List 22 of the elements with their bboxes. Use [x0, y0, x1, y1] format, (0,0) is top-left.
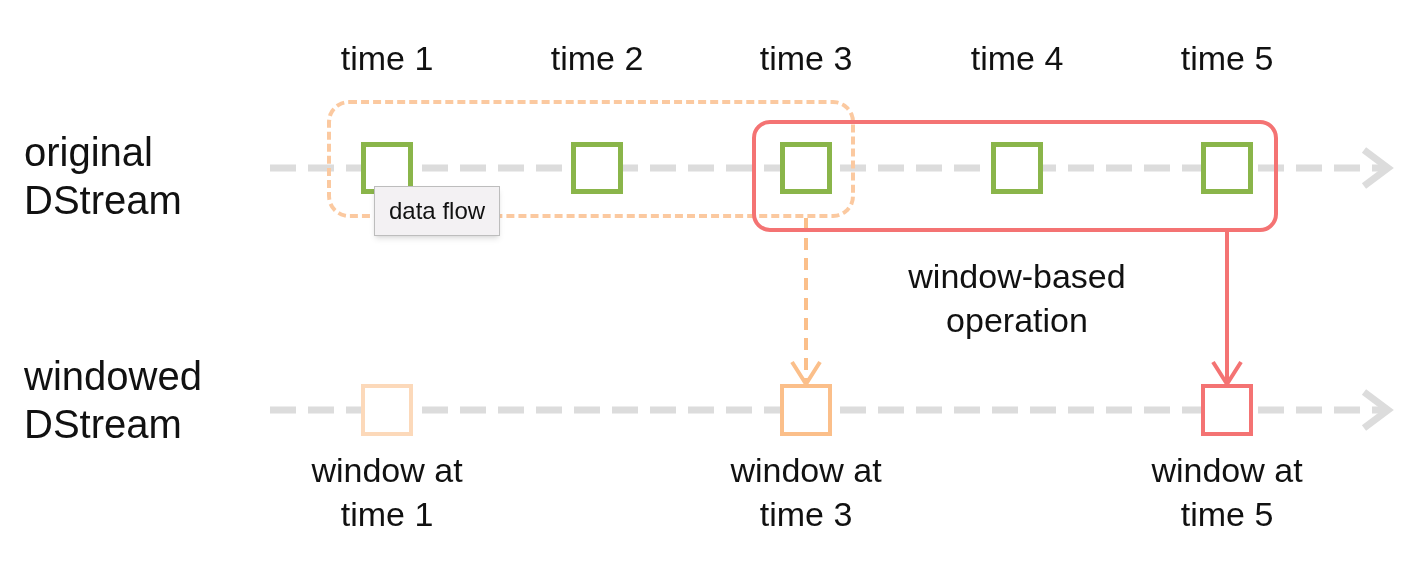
- data-square: [780, 384, 832, 436]
- data-square: [361, 384, 413, 436]
- data-square: [991, 142, 1043, 194]
- arrow: [790, 218, 822, 386]
- time-label: time 2: [549, 38, 645, 79]
- window-caption: window at time 1: [310, 450, 464, 535]
- row-label: windowed DStream: [24, 353, 203, 448]
- time-label: time 5: [1179, 38, 1275, 79]
- arrow: [1211, 232, 1243, 386]
- time-label: time 3: [758, 38, 854, 79]
- tooltip: data flow: [374, 186, 501, 236]
- operation-label: window-based operation: [907, 256, 1127, 341]
- time-label: time 4: [969, 38, 1065, 79]
- data-square: [1201, 384, 1253, 436]
- row-label: original DStream: [24, 129, 183, 224]
- data-square: [1201, 142, 1253, 194]
- time-label: time 1: [339, 38, 435, 79]
- data-square: [571, 142, 623, 194]
- window-frame: [752, 120, 1278, 232]
- data-square: [780, 142, 832, 194]
- window-caption: window at time 5: [1150, 450, 1304, 535]
- window-caption: window at time 3: [729, 450, 883, 535]
